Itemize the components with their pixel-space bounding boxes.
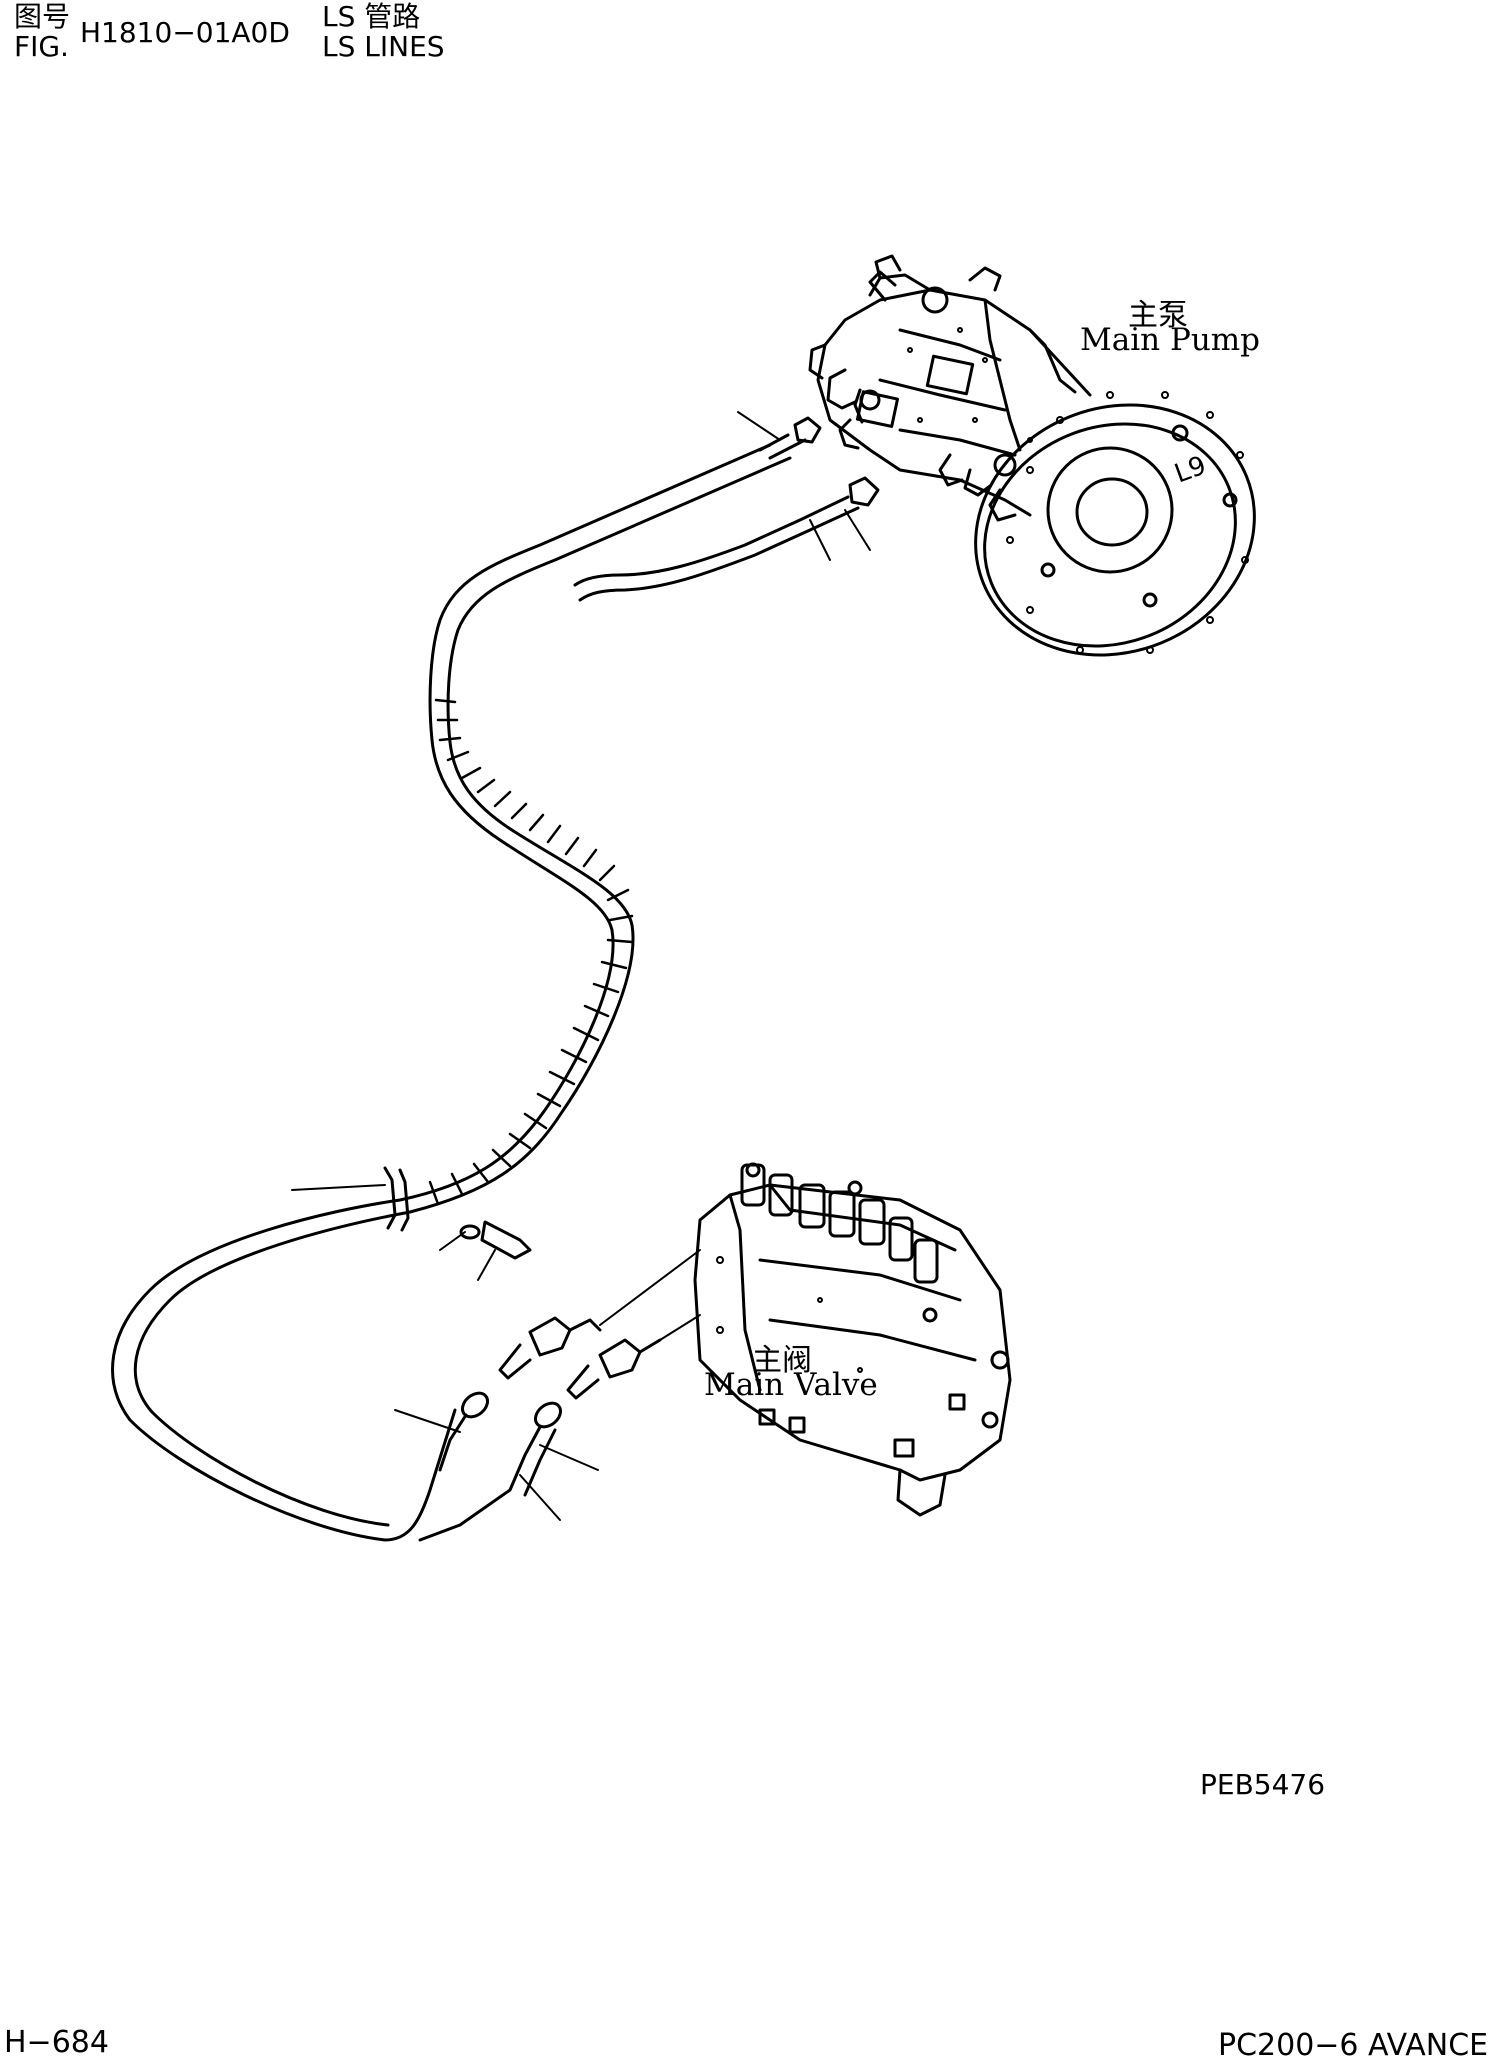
drawing-code: PEB5476 xyxy=(1200,1768,1326,1801)
main-valve-label: Main Valve xyxy=(704,1367,878,1403)
main-pump-label-cn: 主泵 xyxy=(1128,298,1188,333)
leader-lines-pump xyxy=(737,411,871,561)
page-number: H−684 xyxy=(4,2025,109,2060)
main-valve-label-cn: 主阀 xyxy=(752,1343,812,1378)
title-en: LS LINES xyxy=(322,30,445,63)
ls-hose-lower xyxy=(573,476,880,602)
ls-hose-upper xyxy=(111,416,822,1542)
main-pump-label: Main Pump xyxy=(1080,322,1261,358)
clamp xyxy=(291,1166,532,1281)
model-name: PC200−6 AVANCE xyxy=(1218,2028,1489,2063)
fig-label-en: FIG. xyxy=(14,30,69,63)
title-cn: LS 管路 xyxy=(322,0,421,33)
hose-end-fittings xyxy=(394,1391,599,1542)
main-valve-drawing xyxy=(693,1162,1012,1517)
main-pump-drawing xyxy=(808,254,1256,657)
valve-elbow-fittings xyxy=(498,1249,701,1400)
fig-label-cn: 图号 xyxy=(14,0,71,33)
spiral-guard xyxy=(428,698,634,1206)
figure-number: H1810−01A0D xyxy=(80,16,290,49)
